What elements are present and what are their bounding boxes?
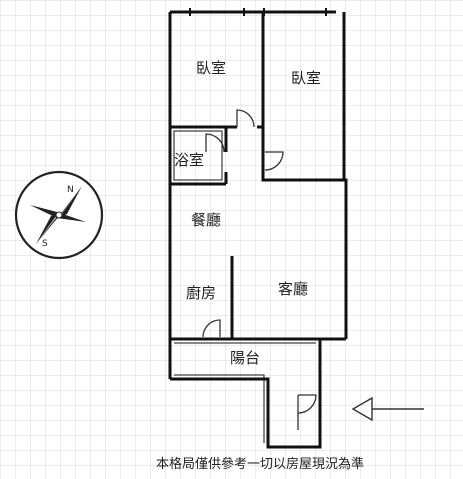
room-label-bedroom-left: 臥室 xyxy=(196,59,226,77)
entrance-arrow-icon xyxy=(351,396,424,422)
door-kitchen xyxy=(202,319,221,338)
room-label-bedroom-right: 臥室 xyxy=(291,69,321,87)
outer-wall-right xyxy=(344,178,348,339)
room-label-living: 客廳 xyxy=(278,280,308,298)
room-label-kitchen: 廚房 xyxy=(186,284,216,302)
wall-balcony xyxy=(170,339,322,449)
compass-icon: N S xyxy=(14,170,104,260)
door-balcony xyxy=(297,394,317,414)
room-label-bathroom: 浴室 xyxy=(174,151,204,169)
footnote: 本格局僅供參考一切以房屋現況為準 xyxy=(156,456,364,472)
walls xyxy=(168,8,348,449)
compass-south-label: S xyxy=(42,239,48,249)
compass-north-label: N xyxy=(67,185,74,195)
door-bedroom-left xyxy=(236,109,255,128)
door-bedroom-right xyxy=(264,151,284,171)
door-bathroom xyxy=(205,133,225,153)
room-label-dining: 餐廳 xyxy=(191,211,221,229)
door-swings xyxy=(202,109,317,430)
room-label-balcony: 陽台 xyxy=(230,349,260,367)
wall-between-bedrooms xyxy=(261,12,344,182)
